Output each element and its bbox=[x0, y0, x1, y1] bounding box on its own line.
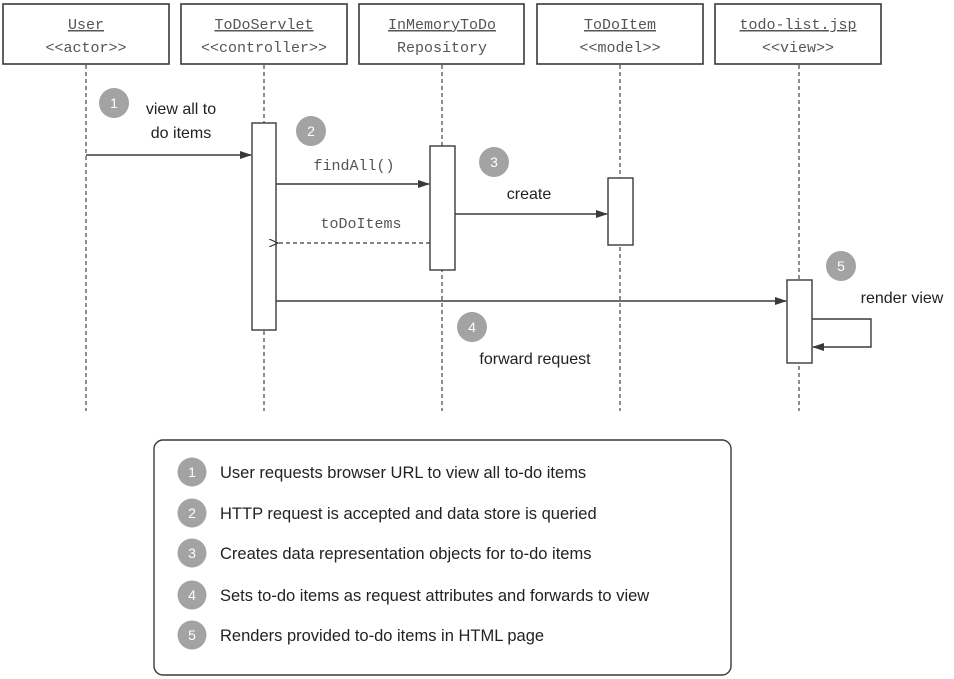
legend-item: 1 User requests browser URL to view all … bbox=[177, 457, 586, 487]
participant-stereotype: <<controller>> bbox=[201, 40, 327, 57]
legend-number: 3 bbox=[188, 545, 196, 561]
participant-name: todo-list.jsp bbox=[739, 17, 856, 34]
legend-item: 4 Sets to-do items as request attributes… bbox=[177, 580, 649, 610]
participant-stereotype: Repository bbox=[397, 40, 487, 57]
legend-text: User requests browser URL to view all to… bbox=[220, 464, 586, 482]
legend-text: Sets to-do items as request attributes a… bbox=[220, 587, 649, 605]
message-label: render view bbox=[861, 290, 944, 307]
step-1: 1 view all to do items bbox=[86, 88, 252, 159]
activation-view bbox=[786, 279, 813, 364]
legend-box bbox=[153, 439, 732, 676]
legend-badge bbox=[177, 498, 207, 528]
step-badge bbox=[479, 147, 509, 177]
participant-stereotype: <<model>> bbox=[579, 40, 660, 57]
participant-box bbox=[180, 3, 348, 65]
step-badge bbox=[826, 251, 856, 281]
participant-box bbox=[358, 3, 525, 65]
participant-box bbox=[536, 3, 704, 65]
legend-item: 5 Renders provided to-do items in HTML p… bbox=[177, 620, 544, 650]
step-number: 3 bbox=[490, 154, 498, 170]
message-label: do items bbox=[151, 125, 211, 142]
legend-item: 3 Creates data representation objects fo… bbox=[177, 538, 591, 568]
legend-text: Renders provided to-do items in HTML pag… bbox=[220, 627, 544, 645]
participant-box bbox=[714, 3, 882, 65]
participant-todoitem: ToDoItem <<model>> bbox=[536, 3, 704, 65]
self-message-arrow bbox=[812, 318, 872, 351]
activation-repository bbox=[429, 145, 456, 271]
legend-number: 5 bbox=[188, 627, 196, 643]
legend-number: 2 bbox=[188, 505, 196, 521]
step-badge bbox=[99, 88, 129, 118]
return-label: toDoItems bbox=[320, 216, 401, 233]
message-label: view all to bbox=[146, 101, 216, 118]
step-number: 1 bbox=[110, 95, 118, 111]
legend-badge bbox=[177, 580, 207, 610]
legend-badge bbox=[177, 457, 207, 487]
participant-name: User bbox=[68, 17, 104, 34]
participant-todo-list-jsp: todo-list.jsp <<view>> bbox=[714, 3, 882, 65]
participant-inmemorytodorepository: InMemoryToDo Repository bbox=[358, 3, 525, 65]
message-label: create bbox=[507, 186, 552, 203]
step-2: 2 findAll() toDoItems bbox=[276, 116, 430, 243]
participant-name: ToDoServlet bbox=[214, 17, 313, 34]
step-number: 4 bbox=[468, 319, 476, 335]
legend-badge bbox=[177, 620, 207, 650]
participant-name: InMemoryToDo bbox=[388, 17, 496, 34]
legend: 1 User requests browser URL to view all … bbox=[153, 439, 732, 676]
participant-name: ToDoItem bbox=[584, 17, 656, 34]
step-4: 4 forward request bbox=[276, 297, 787, 368]
participant-stereotype: <<view>> bbox=[762, 40, 834, 57]
legend-number: 1 bbox=[188, 464, 196, 480]
participant-user: User <<actor>> bbox=[2, 3, 170, 65]
step-badge bbox=[457, 312, 487, 342]
legend-badge bbox=[177, 538, 207, 568]
legend-text: HTTP request is accepted and data store … bbox=[220, 505, 597, 523]
message-label: forward request bbox=[479, 351, 591, 368]
legend-text: Creates data representation objects for … bbox=[220, 545, 591, 563]
step-number: 5 bbox=[837, 258, 845, 274]
participant-box bbox=[2, 3, 170, 65]
step-number: 2 bbox=[307, 123, 315, 139]
participant-todoservlet: ToDoServlet <<controller>> bbox=[180, 3, 348, 65]
legend-item: 2 HTTP request is accepted and data stor… bbox=[177, 498, 597, 528]
activation-todoitem bbox=[607, 177, 634, 246]
step-5: 5 render view bbox=[812, 251, 944, 351]
participant-stereotype: <<actor>> bbox=[45, 40, 126, 57]
step-3: 3 create bbox=[455, 147, 608, 218]
message-label: findAll() bbox=[313, 158, 394, 175]
legend-number: 4 bbox=[188, 587, 196, 603]
step-badge bbox=[296, 116, 326, 146]
activation-todoservlet bbox=[251, 122, 277, 331]
